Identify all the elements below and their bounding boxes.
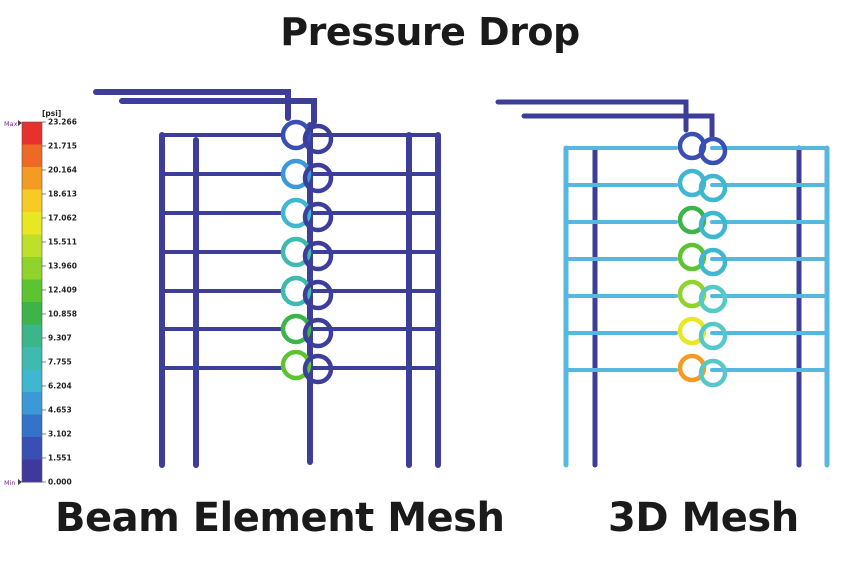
legend-band [22, 302, 42, 325]
beam-coil-left [280, 119, 312, 151]
mesh-coil-loops [677, 131, 728, 388]
legend-tick-label: 0.000 [48, 478, 72, 487]
mesh-inlet-pipes [495, 99, 715, 139]
legend-unit: [psi] [42, 109, 61, 118]
legend-band [22, 212, 42, 235]
legend-band [22, 189, 42, 213]
legend-tick-label: 1.551 [48, 454, 72, 463]
legend-tick-label: 23.266 [48, 118, 77, 127]
legend-band [22, 437, 42, 460]
beam-inlet-pipes [93, 89, 317, 125]
legend-tick-label: 3.102 [48, 430, 72, 439]
mesh-coil-right [698, 136, 728, 166]
beam-coil-right [302, 317, 334, 349]
legend-band [22, 392, 42, 415]
legend-max-marker: Max [4, 120, 18, 128]
min-pointer-icon [18, 479, 22, 485]
beam-horizontal-branches [160, 133, 440, 370]
beam-coil-right [302, 240, 334, 272]
beam-element-mesh-caption: Beam Element Mesh [55, 495, 505, 541]
legend-band [22, 144, 42, 168]
beam-coil-left [280, 158, 312, 190]
mesh-horizontal-branches [564, 146, 829, 372]
mesh-coil-right [698, 210, 728, 240]
beam-coil-left [280, 313, 312, 345]
mesh-coil-right [698, 173, 728, 203]
beam-coil-left [280, 275, 312, 307]
beam-coil-left [280, 197, 312, 229]
max-pointer-icon [18, 120, 22, 126]
beam-coil-left [280, 349, 312, 381]
mesh-coil-right [698, 247, 728, 277]
beam-coil-right [302, 162, 334, 194]
beam-coil-left [280, 236, 312, 268]
mesh-outer-risers [563, 145, 830, 468]
legend-band [22, 167, 42, 190]
legend-band [22, 369, 42, 393]
legend-tick-label: 12.409 [48, 286, 77, 295]
legend-tick-label: 13.960 [48, 262, 77, 271]
legend-tick-label: 20.164 [48, 166, 77, 175]
legend-band [22, 279, 42, 303]
legend-band [22, 234, 42, 258]
legend-tick-label: 4.653 [48, 406, 72, 415]
legend-tick-label: 7.755 [48, 358, 72, 367]
mesh-coil-right [698, 321, 728, 351]
legend-band [22, 459, 42, 483]
page-title: Pressure Drop [280, 10, 580, 54]
legend-tick-label: 17.062 [48, 214, 77, 223]
legend-tick-label: 9.307 [48, 334, 72, 343]
legend-tick-label: 21.715 [48, 142, 77, 151]
beam-coil-right [302, 353, 334, 385]
legend-band [22, 414, 42, 438]
legend-min-marker: Min [4, 479, 16, 487]
3d-mesh-model [495, 99, 830, 473]
legend-tick-label: 10.858 [48, 310, 77, 319]
legend-tick-label: 15.511 [48, 238, 77, 247]
beam-element-mesh-model [93, 89, 441, 468]
3d-mesh-caption: 3D Mesh [608, 495, 799, 541]
beam-coil-right [302, 279, 334, 311]
pressure-color-legend: [psi] 23.266 21.715 20.164 18.613 17.062 15.5… [4, 109, 77, 487]
beam-coil-right [302, 201, 334, 233]
legend-tick-label: 6.204 [48, 382, 72, 391]
legend-band [22, 347, 42, 370]
legend-band [22, 122, 42, 145]
legend-color-bar [22, 122, 42, 483]
beam-coil-right [302, 123, 334, 155]
legend-tick-labels: 23.266 21.715 20.164 18.613 17.062 15.511 13.9… [42, 118, 77, 487]
beam-coil-loops [280, 119, 334, 385]
legend-band [22, 324, 42, 348]
beam-outer-risers [159, 132, 441, 468]
legend-tick-label: 18.613 [48, 190, 77, 199]
legend-band [22, 257, 42, 280]
mesh-coil-right [698, 284, 728, 314]
mesh-coil-right [698, 358, 728, 388]
